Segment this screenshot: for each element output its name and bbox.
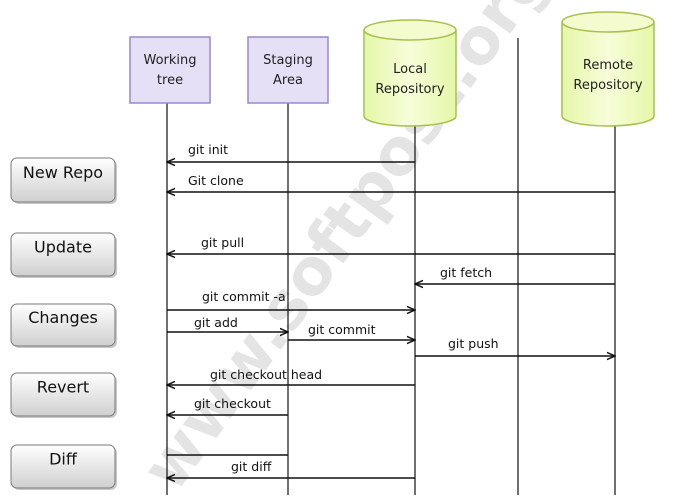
command-label: Git clone <box>188 173 244 188</box>
command-git-add: git add <box>167 315 288 332</box>
command-git-fetch: git fetch <box>415 265 615 284</box>
group-button-new-repo[interactable]: New Repo <box>10 157 117 204</box>
command-git-clone: Git clone <box>167 173 615 192</box>
lane-label-line: Working <box>143 53 196 68</box>
lane-label-line: Area <box>273 73 303 88</box>
lane-label-line: tree <box>157 73 183 88</box>
command-label: git fetch <box>440 265 492 280</box>
command-label: git add <box>194 315 238 330</box>
lane-box-working <box>129 36 211 104</box>
command-git-pull: git pull <box>167 235 615 254</box>
group-button-label: New Repo <box>23 163 103 182</box>
command-git-diff: git diff <box>167 459 415 478</box>
command-git-push: git push <box>415 336 615 356</box>
command-git-commit-a: git commit -a <box>167 289 415 310</box>
lane-header-working: Working tree <box>129 36 211 104</box>
command-git-init: git init <box>167 142 415 162</box>
group-button-label: Changes <box>28 308 98 327</box>
command-label: git init <box>188 142 228 157</box>
lane-label-line: Repository <box>573 78 642 93</box>
button-face <box>10 372 116 417</box>
cylinder-top-remote <box>561 11 655 33</box>
command-git-checkout-head: git checkout head <box>167 367 415 385</box>
button-face <box>10 232 116 277</box>
cylinder-body-local <box>363 30 457 127</box>
command-label: git checkout <box>194 396 271 411</box>
lane-label-line: Staging <box>263 53 313 68</box>
group-button-label: Revert <box>37 378 89 397</box>
group-button-diff[interactable]: Diff <box>10 444 117 490</box>
command-git-checkout: git checkout <box>167 396 288 415</box>
command-git-commit: git commit <box>288 322 415 340</box>
group-button-update[interactable]: Update <box>10 232 117 278</box>
button-face <box>10 444 116 489</box>
command-label: git commit <box>308 322 376 337</box>
command-label: git diff <box>231 459 272 474</box>
command-label: git push <box>448 336 499 351</box>
button-face <box>10 303 116 347</box>
lane-label-line: Repository <box>375 82 444 97</box>
group-button-revert[interactable]: Revert <box>10 372 117 418</box>
group-button-label: Update <box>34 238 92 257</box>
command-label: git checkout head <box>210 367 322 382</box>
lane-label-line: Remote <box>583 58 633 73</box>
group-button-changes[interactable]: Changes <box>10 303 117 348</box>
cylinder-body-remote <box>561 22 655 127</box>
cylinder-top-local <box>363 19 457 41</box>
lane-box-staging <box>247 36 329 104</box>
group-button-label: Diff <box>49 450 78 469</box>
command-label: git pull <box>201 235 244 250</box>
lane-label-line: Local <box>393 62 427 77</box>
command-label: git commit -a <box>202 289 286 304</box>
button-face <box>10 157 116 203</box>
